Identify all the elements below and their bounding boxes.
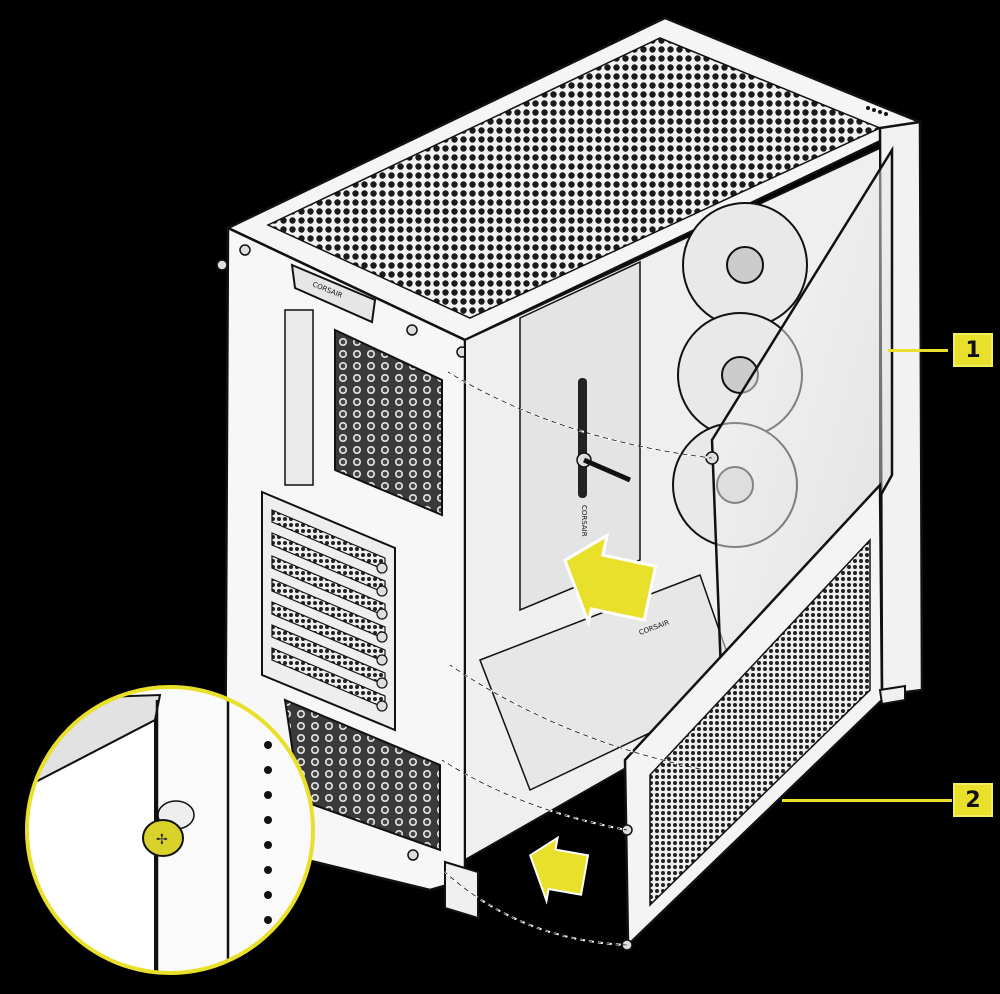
callout-badge-1: 1 [953, 333, 993, 367]
lower-mesh-panel [621, 481, 884, 951]
svg-text:✢: ✢ [156, 832, 168, 848]
callout-leader-2 [782, 799, 952, 802]
expansion-slots [261, 490, 396, 732]
callout-badge-2: 2 [953, 783, 993, 817]
case-feet [444, 684, 906, 920]
thumbscrew-detail-inset: ✢ [25, 685, 315, 975]
callout-leader-1 [888, 349, 948, 352]
rear-panel: CORSAIR [216, 226, 468, 892]
brand-logo: CORSAIR [580, 505, 588, 537]
arrow-left-icon [563, 532, 658, 628]
arrow-left-icon [528, 835, 590, 905]
